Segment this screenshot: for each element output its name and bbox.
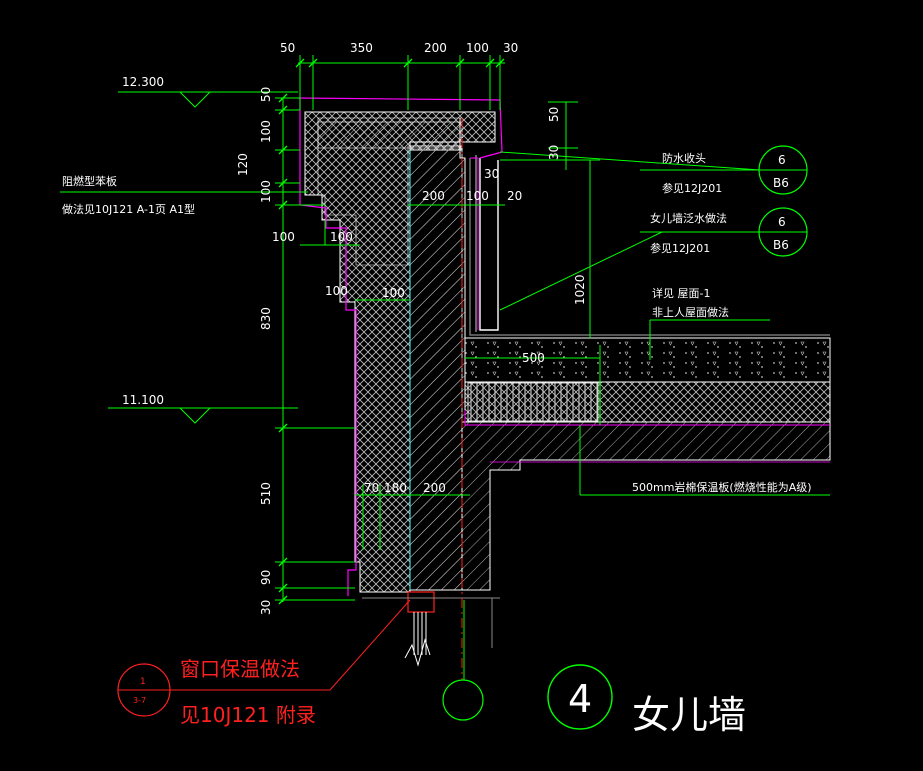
dim-left-2: 120	[236, 153, 250, 176]
dim-top-2: 200	[424, 41, 447, 55]
insulation-note: 500mm岩棉保温板(燃烧性能为A级)	[632, 480, 812, 494]
callout-2-line1: 女儿墙泛水做法	[650, 211, 727, 225]
elevation-mid: 11.100	[122, 393, 164, 407]
callout-1-ref-bottom: B6	[773, 176, 789, 190]
dim-100n: 100	[325, 284, 348, 298]
roof-note-line1: 详见 屋面-1	[652, 286, 710, 300]
dim-100a: 100	[466, 189, 489, 203]
dim-left-6: 90	[259, 570, 273, 585]
callout-2-line2: 参见12J201	[650, 241, 710, 255]
dimension-lines	[60, 55, 830, 602]
dim-30: 30	[484, 167, 499, 181]
finish-line	[297, 97, 503, 596]
dim-100l: 100	[272, 230, 295, 244]
axis-bubble	[442, 679, 484, 721]
elevation-top: 12.300	[122, 75, 164, 89]
roof-note: 详见 屋面-1 非上人屋面做法	[652, 286, 729, 319]
dim-left-4: 830	[259, 307, 273, 330]
exterior-insulation	[304, 111, 496, 593]
roof-xps-strip	[467, 382, 599, 422]
dim-100m: 100	[330, 230, 353, 244]
left-notes: 阻燃型苯板 做法见10J121 A-1页 A1型	[62, 174, 195, 216]
callout-1-line2: 参见12J201	[662, 181, 722, 195]
window-ref-top: 1	[140, 677, 146, 687]
roof-slab	[461, 421, 831, 591]
drawing-title: 4 女儿墙	[547, 664, 746, 737]
dim-left-5: 510	[259, 482, 273, 505]
dim-20: 20	[507, 189, 522, 203]
callout-waterproof-end: 防水收头 参见12J201 6 B6	[662, 145, 808, 195]
window-frame	[404, 591, 435, 667]
callout-parapet-flashing: 女儿墙泛水做法 参见12J201 6 B6	[650, 207, 808, 257]
callout-2-ref-bottom: B6	[773, 238, 789, 252]
window-callout: 1 3-7 窗口保温做法 见10J121 附录	[117, 599, 411, 727]
dim-left-1: 100	[259, 120, 273, 143]
callout-1-line1: 防水收头	[662, 151, 706, 165]
left-dimension-labels: 50 100 120 100 830 510 90 30	[236, 87, 273, 615]
dim-left-0: 50	[259, 87, 273, 102]
dim-top-1: 350	[350, 41, 373, 55]
left-note-line1: 阻燃型苯板	[62, 174, 117, 188]
dim-200b: 200	[423, 481, 446, 495]
flashing-upturn	[479, 158, 499, 331]
roof-screed	[464, 337, 831, 383]
elevation-labels: 12.300 11.100	[122, 75, 164, 407]
window-note-line2: 见10J121 附录	[180, 703, 316, 727]
dim-500: 500	[522, 351, 545, 365]
left-note-line2: 做法见10J121 A-1页 A1型	[62, 202, 195, 216]
callout-2-ref-top: 6	[778, 215, 786, 229]
dim-left-3: 100	[259, 180, 273, 203]
dim-180: 180	[384, 481, 407, 495]
parapet-structure	[297, 97, 831, 721]
roof-note-line2: 非上人屋面做法	[652, 305, 729, 319]
title-number: 4	[568, 677, 592, 721]
dim-50r: 50	[547, 107, 561, 122]
window-note-line1: 窗口保温做法	[180, 657, 300, 681]
dim-top-0: 50	[280, 41, 295, 55]
dim-200a: 200	[422, 189, 445, 203]
dim-top-4: 30	[503, 41, 518, 55]
window-ref-bottom: 3-7	[133, 696, 146, 705]
top-dimension-labels: 50 350 200 100 30	[280, 41, 518, 55]
cap-core	[317, 121, 463, 149]
dim-top-3: 100	[466, 41, 489, 55]
title-name: 女儿墙	[632, 693, 746, 737]
dim-left-7: 30	[259, 600, 273, 615]
dim-1020: 1020	[573, 274, 587, 305]
dim-100o: 100	[382, 286, 405, 300]
dim-70: 70	[364, 481, 379, 495]
callout-1-ref-top: 6	[778, 153, 786, 167]
concrete-wall-core	[409, 145, 463, 591]
inner-dimension-labels: 200 100 20 30 50 30 1020 100 100 100 100…	[272, 107, 587, 495]
dim-30r: 30	[547, 145, 561, 160]
